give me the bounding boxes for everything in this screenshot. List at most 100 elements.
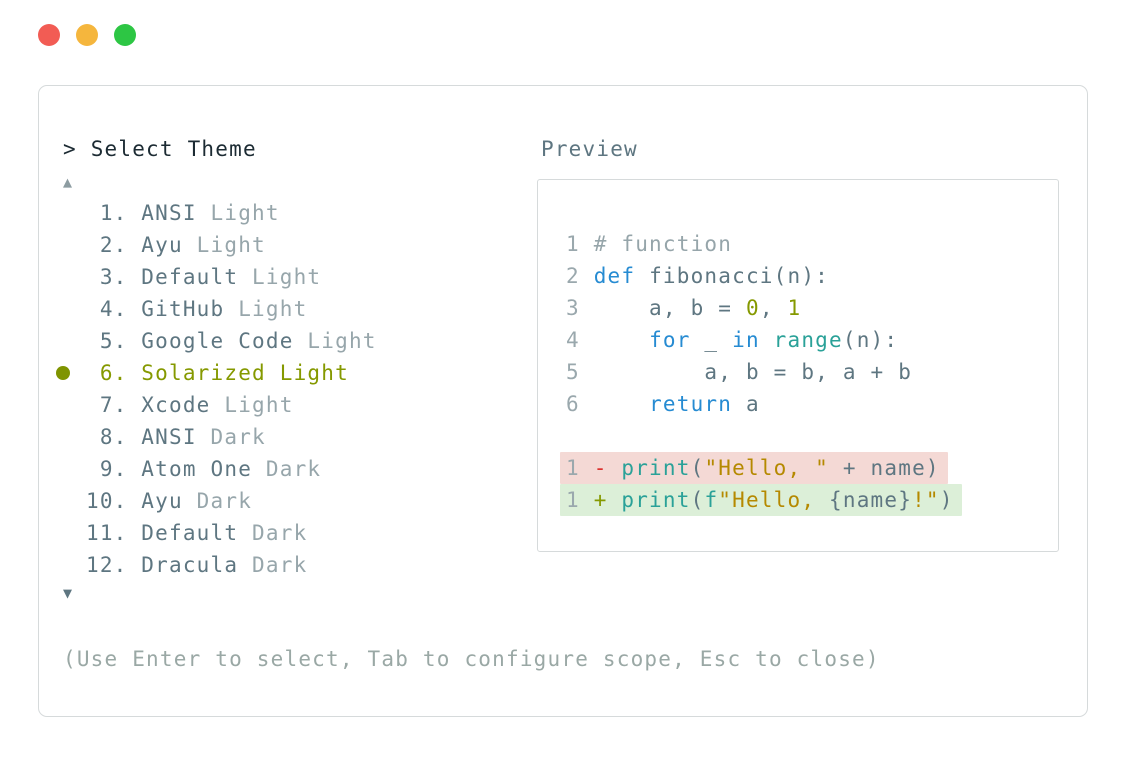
theme-list-item[interactable]: 9. Atom One Dark: [39, 453, 534, 485]
item-number: 5.: [99, 329, 128, 353]
keyboard-hint: (Use Enter to select, Tab to configure s…: [63, 647, 880, 671]
selected-bullet-icon: [56, 366, 70, 380]
item-variant: Dark: [210, 425, 266, 449]
line-content: 1 - print("Hello, " + name): [560, 452, 948, 484]
item-name: Xcode: [141, 393, 225, 417]
minimize-button[interactable]: [76, 24, 98, 46]
item-variant: Light: [238, 297, 308, 321]
theme-list-item[interactable]: 1.ANSI Light: [39, 197, 534, 229]
line-content: 1 # function: [566, 228, 732, 260]
item-variant: Dark: [265, 457, 322, 481]
item-number: 6.: [99, 361, 128, 385]
item-number: 7.: [99, 393, 128, 417]
item-number: 10.: [86, 489, 128, 513]
code-token-number: 0: [745, 296, 760, 320]
line-content: 5 a, b = b, a + b: [566, 356, 912, 388]
code-token-plain: a: [732, 392, 760, 416]
item-variant: Dark: [252, 553, 308, 577]
prompt-chevron-icon: >: [63, 137, 77, 161]
code-token-string: "Hello, ": [704, 456, 830, 480]
line-number: 1: [566, 232, 594, 256]
line-content: 2 def fibonacci(n):: [566, 260, 829, 292]
empty-marker: [51, 517, 86, 549]
code-token-diff_plus: +: [593, 488, 622, 512]
code-token-plain: a, b = b, a + b: [593, 360, 913, 384]
line-number: 1: [566, 488, 594, 512]
line-number: 5: [566, 360, 594, 384]
code-token-comment: # function: [593, 232, 733, 256]
code-token-keyword: return: [649, 392, 733, 416]
item-variant: Light: [196, 233, 266, 257]
item-number: 2.: [99, 233, 128, 257]
theme-list-item[interactable]: 4. GitHub Light: [39, 293, 534, 325]
code-token-plain: a, b =: [593, 296, 746, 320]
zoom-button[interactable]: [114, 24, 136, 46]
code-line: 1 # function: [566, 228, 1058, 260]
theme-list-item[interactable]: 8. ANSI Dark: [39, 421, 534, 453]
code-token-plain: _: [690, 328, 733, 352]
item-number: 8.: [99, 425, 128, 449]
line-number: 4: [566, 328, 594, 352]
theme-list-item[interactable]: 6.Solarized Light: [39, 357, 534, 389]
item-name: Atom One: [141, 457, 266, 481]
close-button[interactable]: [38, 24, 60, 46]
window-controls: [38, 24, 158, 46]
theme-list-item[interactable]: 11.Default Dark: [39, 517, 534, 549]
scroll-up-icon[interactable]: ▲: [63, 173, 73, 191]
code-token-keyword: def: [593, 264, 650, 288]
line-number: 6: [566, 392, 594, 416]
code-token-builtin: print: [621, 488, 691, 512]
item-name: GitHub: [141, 297, 239, 321]
theme-list-item[interactable]: 10.Ayu Dark: [39, 485, 534, 517]
empty-marker: [51, 197, 86, 229]
empty-marker: [51, 421, 86, 453]
theme-list-item[interactable]: 3. Default Light: [39, 261, 534, 293]
code-line: 3 a, b = 0, 1: [566, 292, 1058, 324]
code-token-plain: [594, 392, 649, 416]
selected-marker: [51, 357, 86, 389]
item-number: 11.: [86, 521, 128, 545]
item-number: 9.: [99, 457, 128, 481]
select-theme-title: Select Theme: [90, 137, 257, 161]
empty-marker: [51, 325, 86, 357]
theme-list-item[interactable]: 7. Xcode Light: [39, 389, 534, 421]
empty-marker: [51, 229, 86, 261]
item-name: Ayu: [141, 489, 197, 513]
item-number: 4.: [99, 297, 128, 321]
scroll-down-icon[interactable]: ▼: [63, 584, 73, 602]
item-name: ANSI: [141, 425, 211, 449]
line-content: 4 for _ in range(n):: [566, 324, 898, 356]
line-content: 1 + print(f"Hello, {name}!"): [560, 484, 962, 516]
prompt-row: > Select Theme: [63, 133, 257, 165]
line-content: 6 return a: [566, 388, 760, 420]
empty-marker: [51, 453, 86, 485]
code-token-diff_minus: -: [593, 456, 622, 480]
code-line: 2 def fibonacci(n):: [566, 260, 1058, 292]
code-token-plain: (: [690, 488, 705, 512]
empty-marker: [51, 485, 86, 517]
item-variant: Light: [307, 329, 377, 353]
code-token-plain: (: [690, 456, 705, 480]
code-token-plain: + name): [829, 456, 940, 480]
item-name: Solarized: [141, 361, 280, 385]
item-variant: Light: [210, 201, 280, 225]
line-content: 3 a, b = 0, 1: [566, 292, 801, 324]
item-name: Dracula: [141, 553, 253, 577]
code-line: 5 a, b = b, a + b: [566, 356, 1058, 388]
item-number: 3.: [99, 265, 128, 289]
code-token-plain: fibonacci(n):: [649, 264, 830, 288]
line-number: 1: [566, 456, 594, 480]
code-line: 6 return a: [566, 388, 1058, 420]
theme-list-item[interactable]: 12.Dracula Dark: [39, 549, 534, 581]
item-variant: Light: [252, 265, 322, 289]
item-variant: Light: [224, 393, 294, 417]
theme-list-item[interactable]: 2.Ayu Light: [39, 229, 534, 261]
theme-list-item[interactable]: 5.Google Code Light: [39, 325, 534, 357]
item-name: Default: [141, 265, 253, 289]
item-number: 1.: [99, 201, 128, 225]
code-token-plain: ): [939, 488, 954, 512]
code-token-builtin: print: [621, 456, 691, 480]
